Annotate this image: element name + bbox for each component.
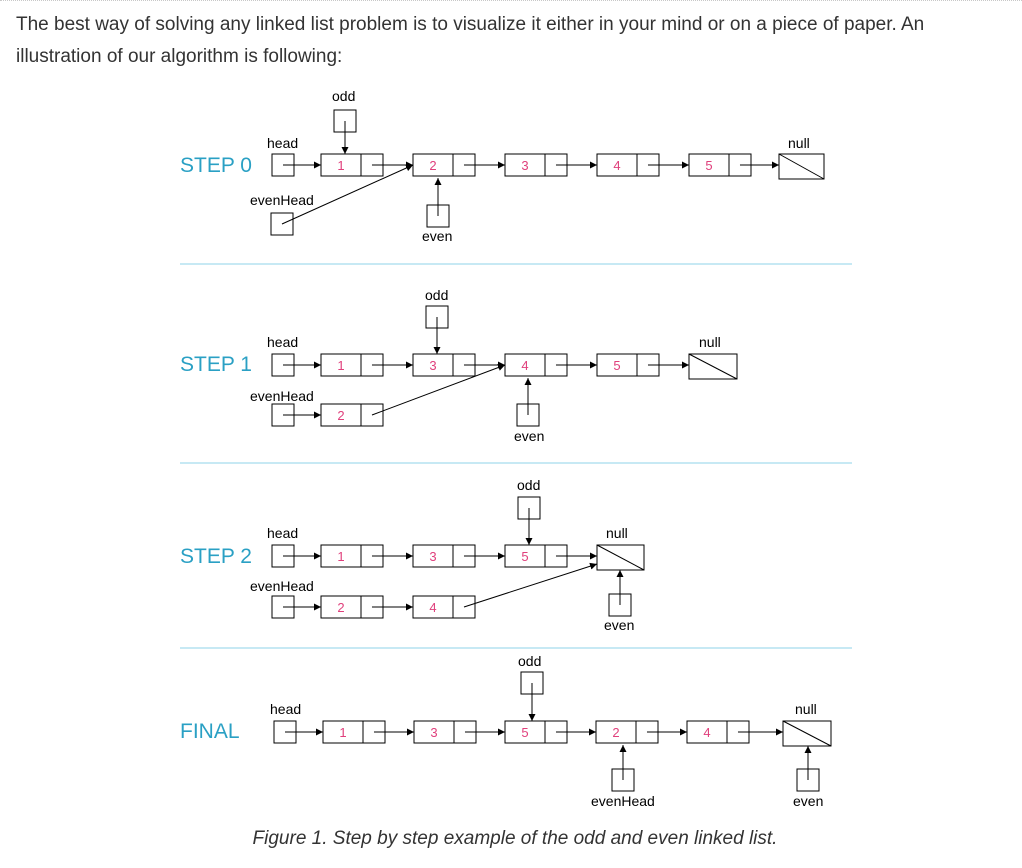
list-node: 4 [412, 595, 476, 619]
node-value: 3 [430, 725, 437, 740]
odd-label: odd [332, 88, 355, 104]
next-pointer-arrow [463, 562, 598, 608]
head-label: head [267, 334, 298, 350]
null-label: null [606, 525, 628, 541]
null-slash [782, 720, 832, 747]
intro-paragraph: The best way of solving any linked list … [16, 14, 925, 67]
even-head-label: evenHead [250, 578, 314, 594]
node-value: 2 [612, 725, 619, 740]
even-label: even [422, 228, 452, 244]
node-value: 1 [339, 725, 346, 740]
node-value: 3 [429, 358, 436, 373]
odd-label: odd [425, 287, 448, 303]
even-head-label: evenHead [591, 793, 655, 809]
node-value: 5 [705, 158, 712, 173]
step-label: STEP 2 [180, 545, 252, 568]
even-head-label: evenHead [250, 388, 314, 404]
node-value: 4 [613, 158, 620, 173]
node-value: 2 [429, 158, 436, 173]
null-label: null [795, 701, 817, 717]
null-label: null [699, 334, 721, 350]
even-label: even [514, 428, 544, 444]
node-value: 4 [429, 600, 436, 615]
list-node: 3 [412, 353, 476, 377]
step-label: STEP 0 [180, 154, 252, 177]
top-divider [0, 0, 1022, 1]
node-value: 1 [337, 358, 344, 373]
node-value: 3 [429, 549, 436, 564]
node-value: 2 [337, 600, 344, 615]
node-value: 5 [521, 725, 528, 740]
next-pointer-arrow [371, 364, 506, 416]
head-label: head [267, 135, 298, 151]
step-label: FINAL [180, 720, 240, 743]
list-node: 2 [320, 403, 384, 427]
head-label: head [267, 525, 298, 541]
even-head-arrow [281, 164, 414, 225]
even-head-label: evenHead [250, 192, 314, 208]
odd-label: odd [518, 653, 541, 669]
null-label: null [788, 135, 810, 151]
head-label: head [270, 701, 301, 717]
list-node: 4 [686, 720, 750, 744]
list-node: 5 [688, 153, 752, 177]
step-label: STEP 1 [180, 353, 252, 376]
even-label: even [604, 617, 634, 633]
even-label: even [793, 793, 823, 809]
node-value: 1 [337, 158, 344, 173]
node-value: 2 [337, 408, 344, 423]
null-slash [778, 153, 825, 180]
odd-label: odd [517, 477, 540, 493]
node-value: 5 [613, 358, 620, 373]
node-value: 3 [521, 158, 528, 173]
figure-caption: Figure 1. Step by step example of the od… [252, 828, 778, 849]
node-value: 4 [521, 358, 528, 373]
node-value: 5 [521, 549, 528, 564]
node-value: 4 [703, 725, 710, 740]
list-node: 1 [322, 720, 386, 744]
null-slash [688, 353, 738, 380]
node-value: 1 [337, 549, 344, 564]
null-slash [596, 544, 645, 571]
